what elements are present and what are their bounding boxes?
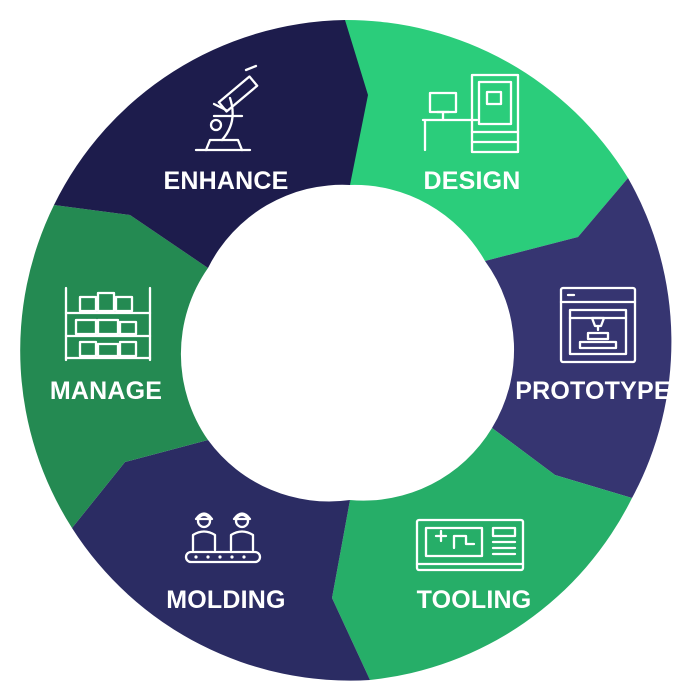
- 3d-printer-icon: [559, 286, 637, 364]
- computer-workstation-icon: [421, 73, 520, 154]
- label-enhance: ENHANCE: [163, 167, 288, 195]
- segment-prototype: [485, 178, 672, 498]
- segment-design: [345, 19, 628, 262]
- warehouse-shelving-icon: [64, 286, 152, 362]
- segment-manage: [20, 205, 208, 528]
- label-tooling: TOOLING: [417, 586, 532, 614]
- workers-conveyor-icon: [184, 512, 262, 564]
- label-molding: MOLDING: [166, 586, 285, 614]
- label-prototype: PROTOTYPE: [515, 377, 671, 405]
- segment-molding: [72, 440, 370, 681]
- label-design: DESIGN: [423, 167, 520, 195]
- segment-enhance: [54, 20, 368, 268]
- cnc-machine-icon: [415, 518, 525, 572]
- center-hole: [198, 195, 498, 495]
- microscope-icon: [194, 64, 259, 152]
- label-manage: MANAGE: [50, 377, 162, 405]
